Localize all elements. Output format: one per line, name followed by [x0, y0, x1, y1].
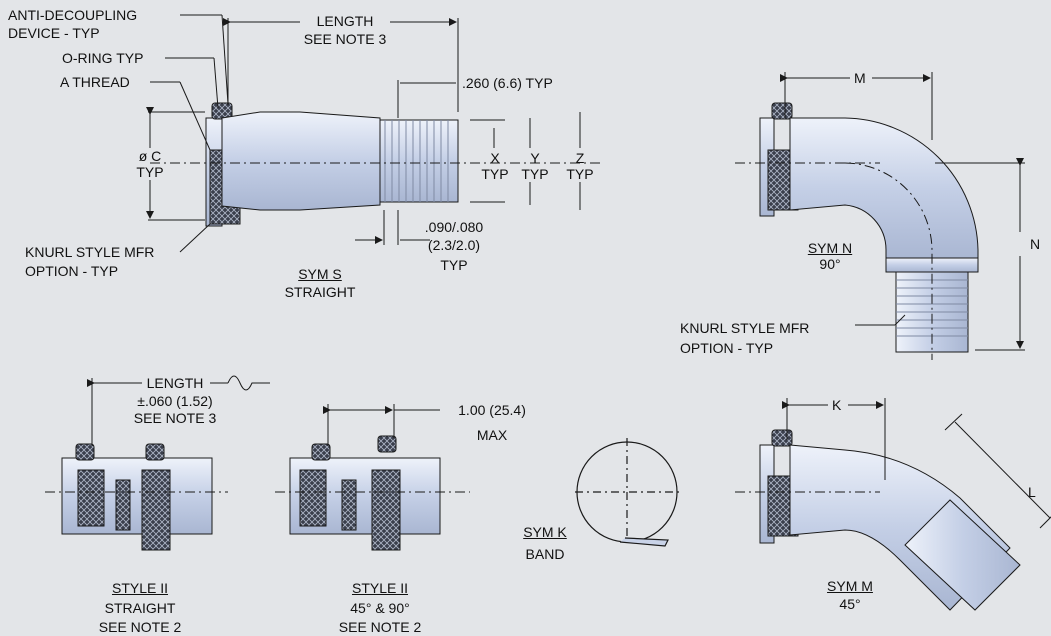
sym-n-dimensions: [780, 72, 1025, 351]
label-y: Y: [530, 150, 540, 166]
label-l: L: [1028, 484, 1036, 500]
label-length-bottom: LENGTH: [146, 375, 204, 391]
style-ii-angled-dimensions: [323, 404, 440, 446]
label-oring: O-RING TYP: [62, 50, 144, 66]
label-dim-090-mm: (2.3/2.0): [427, 237, 481, 253]
label-z: Z: [575, 150, 585, 166]
label-style2-angled-note: SEE NOTE 2: [338, 619, 422, 635]
label-style2-angled-type: 45° & 90°: [350, 600, 410, 616]
label-knurl-left-option: OPTION - TYP: [25, 263, 119, 279]
label-knurl-right: KNURL STYLE MFR: [680, 320, 810, 336]
label-sym-m-angle: 45°: [839, 596, 861, 612]
label-dim-260: .260 (6.6) TYP: [462, 75, 553, 91]
label-dim-090-typ: TYP: [440, 257, 468, 273]
sym-n-fitting: [735, 102, 979, 360]
sym-s-dimensions: [146, 14, 581, 253]
label-sym-s-straight: STRAIGHT: [284, 284, 356, 300]
label-sym-n-angle: 90°: [819, 256, 841, 272]
sym-s-fitting: [150, 102, 600, 227]
style-ii-straight-dimensions: [87, 375, 270, 446]
label-z-typ: TYP: [566, 166, 594, 182]
label-m: M: [854, 70, 866, 86]
sym-m-fitting: [735, 429, 1021, 611]
label-phi-c: ø C: [138, 148, 162, 164]
label-anti-decoupling-typ: DEVICE - TYP: [8, 25, 100, 41]
style-ii-angled-fitting: [275, 435, 470, 551]
label-sym-s: SYM S: [298, 266, 342, 282]
label-sym-k-band: BAND: [525, 546, 565, 562]
label-dim-100: 1.00 (25.4): [458, 402, 526, 418]
label-x-typ: TYP: [481, 166, 509, 182]
label-y-typ: TYP: [521, 166, 549, 182]
sym-m-dimensions: [782, 398, 1051, 529]
label-n: N: [1030, 236, 1041, 252]
label-knurl-left: KNURL STYLE MFR: [25, 244, 155, 260]
sym-k-band: [575, 438, 680, 547]
label-length-top-note: SEE NOTE 3: [303, 31, 387, 47]
label-style2-straight-note: SEE NOTE 2: [98, 619, 182, 635]
label-a-thread: A THREAD: [60, 74, 130, 90]
label-sym-n: SYM N: [807, 240, 853, 256]
label-length-bottom-note: SEE NOTE 3: [133, 410, 217, 426]
label-style2-straight-type: STRAIGHT: [104, 600, 176, 616]
label-length-bottom-tol: ±.060 (1.52): [137, 393, 213, 409]
label-phi-c-typ: TYP: [136, 164, 164, 180]
label-knurl-right-option: OPTION - TYP: [680, 340, 774, 356]
label-k: K: [832, 397, 842, 413]
label-x: X: [490, 150, 500, 166]
label-style2-straight: STYLE II: [111, 580, 169, 596]
label-length-top: LENGTH: [316, 13, 374, 29]
style-ii-straight-fitting: [45, 443, 228, 551]
label-sym-k: SYM K: [523, 524, 567, 540]
label-sym-m: SYM M: [827, 578, 873, 594]
label-style2-angled: STYLE II: [351, 580, 409, 596]
label-dim-100-max: MAX: [476, 427, 508, 443]
label-dim-090: .090/.080: [424, 219, 484, 235]
label-anti-decoupling: ANTI-DECOUPLING: [8, 7, 138, 23]
